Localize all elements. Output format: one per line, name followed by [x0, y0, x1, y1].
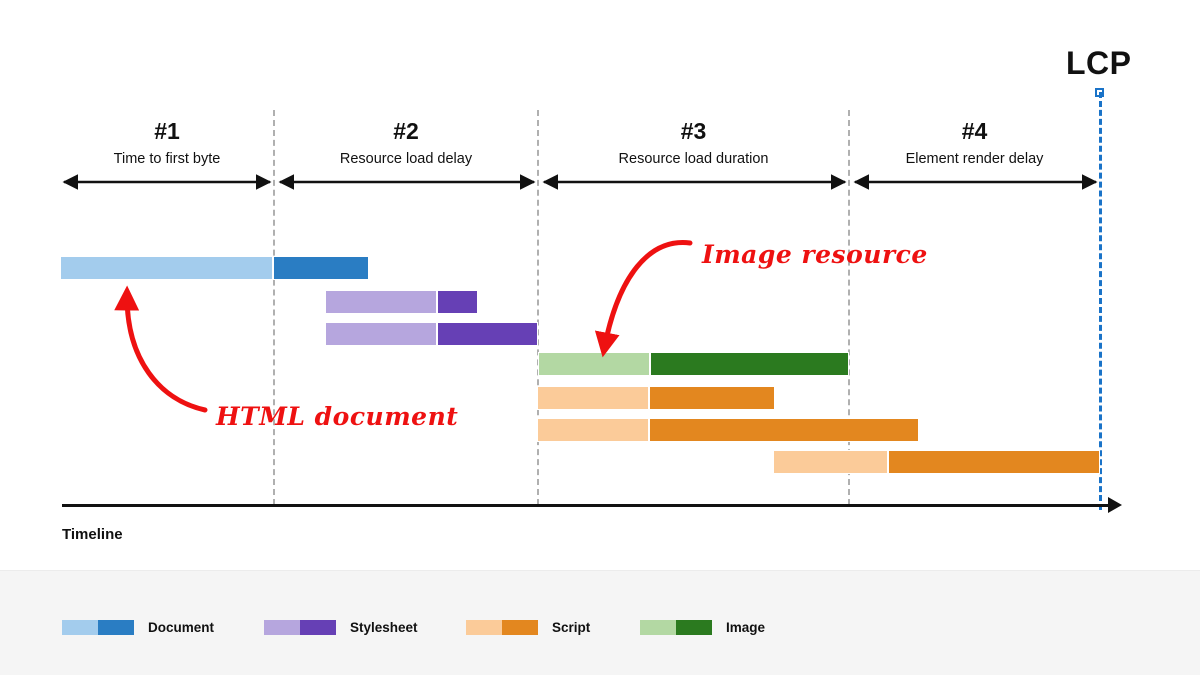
phase-4: #4 Element render delay	[849, 118, 1100, 169]
image-bar	[538, 352, 849, 376]
phase-1-number: #1	[154, 118, 180, 144]
legend-swatch-script-dark	[502, 619, 538, 635]
timeline-axis-label: Timeline	[62, 526, 123, 543]
legend-swatch-document-dark	[98, 619, 134, 635]
phase-3-number: #3	[680, 118, 707, 144]
phase-2-number: #2	[393, 118, 419, 144]
lcp-dashed-line	[1099, 92, 1102, 510]
document-bar-load-segment	[273, 256, 369, 280]
legend-swatch-script	[466, 619, 538, 635]
legend-swatch-stylesheet-dark	[300, 619, 336, 635]
script-bar-1-load-segment	[649, 386, 775, 410]
legend-swatch-document-light	[62, 619, 98, 635]
legend-swatch-image-light	[640, 619, 676, 635]
document-bar	[60, 256, 369, 280]
phase-divider-3	[848, 110, 850, 505]
legend-item-document: Document	[62, 616, 214, 638]
timeline-axis-line	[62, 504, 1110, 507]
image-bar-load-segment	[650, 352, 849, 376]
image-bar-delay-segment	[538, 352, 650, 376]
legend-item-image: Image	[640, 616, 765, 638]
phase-1: #1 Time to first byte	[60, 118, 274, 169]
annotation-image-resource: Image resource	[702, 240, 928, 269]
phase-divider-1	[273, 110, 275, 505]
legend-swatch-stylesheet	[264, 619, 336, 635]
phase-measure-arrows	[62, 174, 1098, 190]
timeline-axis-arrow	[1108, 497, 1122, 513]
annotation-html-document: HTML document	[216, 402, 459, 431]
script-bar-2-load-segment	[649, 418, 919, 442]
stylesheet-bar-1-load-segment	[437, 290, 478, 314]
legend-label-script: Script	[552, 619, 591, 635]
stylesheet-bar-2-load-segment	[437, 322, 538, 346]
phase-2: #2 Resource load delay	[274, 118, 538, 169]
annotation-arrows	[114, 240, 693, 413]
phase-3: #3 Resource load duration	[538, 118, 849, 169]
image-resource-arrow	[594, 240, 693, 358]
legend-swatch-stylesheet-light	[264, 619, 300, 635]
script-bar-2	[537, 418, 919, 442]
stylesheet-bar-1	[325, 290, 478, 314]
html-document-arrow	[114, 285, 208, 413]
script-bar-1-delay-segment	[537, 386, 649, 410]
stylesheet-bar-1-delay-segment	[325, 290, 437, 314]
document-bar-delay-segment	[60, 256, 273, 280]
legend-item-script: Script	[466, 616, 590, 638]
script-bar-2-delay-segment	[537, 418, 649, 442]
phase-4-number: #4	[961, 118, 988, 144]
stylesheet-bar-2	[325, 322, 538, 346]
phase-3-name: Resource load duration	[618, 151, 769, 167]
legend-swatch-image	[640, 619, 712, 635]
script-bar-3	[773, 450, 1100, 474]
phase-1-name: Time to first byte	[113, 151, 221, 167]
script-bar-3-load-segment	[888, 450, 1100, 474]
legend-footer: Document Stylesheet Script Image	[0, 570, 1200, 675]
lcp-label: LCP	[1066, 45, 1132, 81]
legend-label-image: Image	[726, 619, 766, 635]
legend-item-stylesheet: Stylesheet	[264, 616, 418, 638]
legend-swatch-image-dark	[676, 619, 712, 635]
chart-plot-area: LCP #1 Time to first byte #2 Resource lo…	[60, 45, 1132, 543]
script-bar-1	[537, 386, 775, 410]
stylesheet-bar-2-delay-segment	[325, 322, 437, 346]
legend-label-document: Document	[148, 619, 215, 635]
legend-label-stylesheet: Stylesheet	[350, 619, 418, 635]
legend-swatch-script-light	[466, 619, 502, 635]
legend-swatch-document	[62, 619, 134, 635]
phase-divider-2	[537, 110, 539, 505]
script-bar-3-delay-segment	[773, 450, 888, 474]
phase-4-name: Element render delay	[905, 151, 1044, 167]
phase-2-name: Resource load delay	[339, 151, 473, 167]
